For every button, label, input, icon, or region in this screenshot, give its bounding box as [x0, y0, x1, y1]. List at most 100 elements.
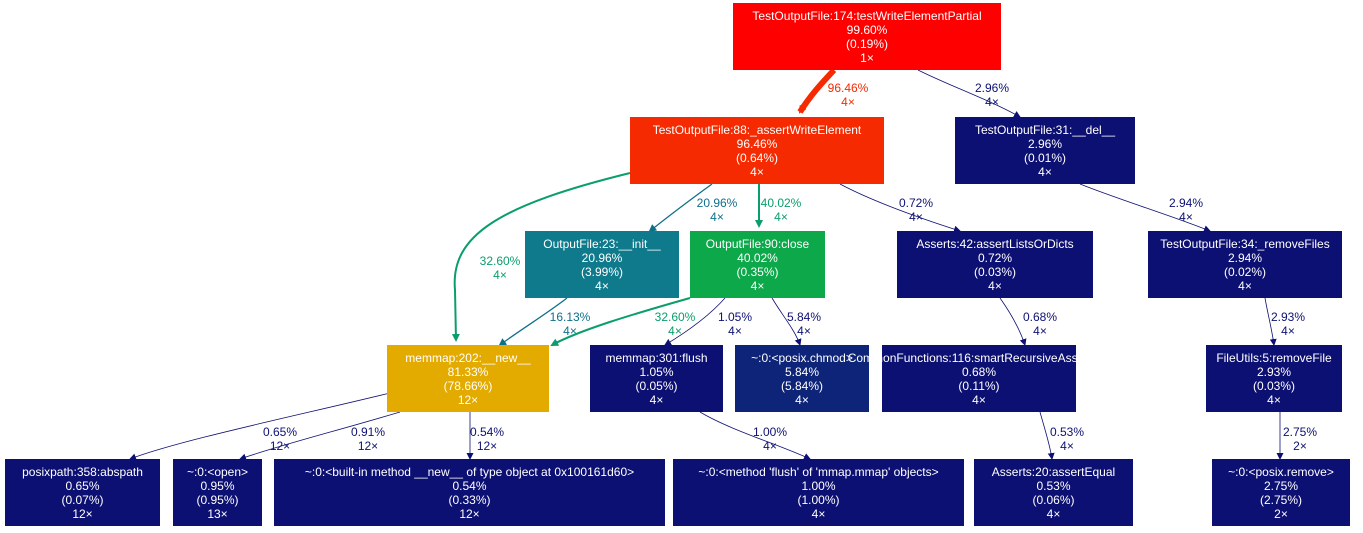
node-box[interactable]: [525, 231, 679, 298]
node-box[interactable]: [630, 117, 884, 184]
node-call-count: 12×: [458, 393, 478, 407]
node-box[interactable]: [274, 459, 665, 526]
edge-percent-label: 2.75%: [1283, 425, 1317, 439]
edge-calls-label: 4×: [909, 210, 923, 224]
edge-calls-label: 2×: [1293, 439, 1307, 453]
node-n18[interactable]: ~:0:<posix.remove>2.75%(2.75%)2×: [1212, 459, 1350, 526]
node-n4[interactable]: OutputFile:23:__init__20.96%(3.99%)4×: [525, 231, 679, 298]
node-self-percent: (0.64%): [736, 151, 778, 165]
node-box[interactable]: [733, 3, 1001, 70]
edge-percent-label: 32.60%: [480, 254, 521, 268]
node-total-percent: 81.33%: [448, 365, 489, 379]
edge-n1-to-n3: 2.96%4×: [917, 69, 1021, 118]
edge-calls-label: 4×: [1060, 439, 1074, 453]
node-n7[interactable]: TestOutputFile:34:_removeFiles2.94%(0.02…: [1148, 231, 1342, 298]
node-self-percent: (0.02%): [1224, 265, 1266, 279]
edge-n6-to-n11: 0.68%4×: [999, 297, 1057, 346]
node-total-percent: 0.65%: [65, 479, 99, 493]
node-function-label: ~:0:<posix.remove>: [1228, 465, 1334, 479]
node-box[interactable]: [387, 345, 549, 412]
edge-n2-to-n8: 32.60%4×: [451, 172, 631, 342]
node-call-count: 1×: [860, 51, 874, 65]
node-function-label: OutputFile:23:__init__: [543, 237, 661, 251]
edge-percent-label: 40.02%: [761, 196, 802, 210]
node-function-label: TestOutputFile:31:__del__: [975, 123, 1115, 137]
node-total-percent: 0.54%: [452, 479, 486, 493]
edge-percent-label: 0.65%: [263, 425, 297, 439]
node-box[interactable]: [882, 345, 1076, 412]
edge-percent-label: 2.94%: [1169, 196, 1203, 210]
node-function-label: ~:0:<method 'flush' of 'mmap.mmap' objec…: [698, 465, 938, 479]
node-function-label: memmap:202:__new__: [405, 351, 531, 365]
node-n10[interactable]: ~:0:<posix.chmod>5.84%(5.84%)4×: [735, 345, 869, 412]
node-n1[interactable]: TestOutputFile:174:testWriteElementParti…: [733, 3, 1001, 70]
node-call-count: 4×: [972, 393, 986, 407]
node-self-percent: (0.19%): [846, 37, 888, 51]
edge-calls-label: 4×: [1033, 324, 1047, 338]
node-function-label: memmap:301:flush: [605, 351, 707, 365]
node-box[interactable]: [5, 459, 160, 526]
edge-n7-to-n12: 2.93%4×: [1264, 297, 1305, 346]
node-function-label: OutputFile:90:close: [706, 237, 810, 251]
node-box[interactable]: [173, 459, 262, 526]
node-total-percent: 96.46%: [737, 137, 778, 151]
edge-n3-to-n7: 2.94%4×: [1079, 183, 1211, 233]
edge-percent-label: 2.93%: [1271, 310, 1305, 324]
edge-percent-label: 0.53%: [1050, 425, 1084, 439]
node-box[interactable]: [673, 459, 964, 526]
node-n3[interactable]: TestOutputFile:31:__del__2.96%(0.01%)4×: [955, 117, 1135, 184]
edge-calls-label: 4×: [774, 210, 788, 224]
edge-calls-label: 4×: [668, 324, 682, 338]
node-self-percent: (2.75%): [1260, 493, 1302, 507]
node-box[interactable]: [735, 345, 869, 412]
node-n6[interactable]: Asserts:42:assertListsOrDicts0.72%(0.03%…: [897, 231, 1093, 298]
node-self-percent: (0.03%): [1253, 379, 1295, 393]
node-function-label: Asserts:20:assertEqual: [992, 465, 1115, 479]
node-call-count: 4×: [650, 393, 664, 407]
node-box[interactable]: [1212, 459, 1350, 526]
edge-line: [129, 392, 391, 461]
node-n2[interactable]: TestOutputFile:88:_assertWriteElement96.…: [630, 117, 884, 184]
edge-n4-to-n8: 16.13%4×: [498, 297, 591, 347]
node-total-percent: 1.05%: [639, 365, 673, 379]
edge-line: [797, 67, 837, 114]
edge-calls-label: 4×: [841, 95, 855, 109]
node-box[interactable]: [955, 117, 1135, 184]
node-box[interactable]: [1148, 231, 1342, 298]
edge-line: [239, 411, 401, 461]
node-total-percent: 2.96%: [1028, 137, 1062, 151]
node-n14[interactable]: ~:0:<open>0.95%(0.95%)13×: [173, 459, 262, 526]
node-self-percent: (78.66%): [444, 379, 493, 393]
edge-percent-label: 20.96%: [697, 196, 738, 210]
edge-percent-label: 32.60%: [655, 310, 696, 324]
node-n15[interactable]: ~:0:<built-in method __new__ of type obj…: [274, 459, 665, 526]
node-box[interactable]: [974, 459, 1133, 526]
edge-calls-label: 4×: [763, 439, 777, 453]
node-box[interactable]: [690, 231, 825, 298]
edge-calls-label: 4×: [1179, 210, 1193, 224]
node-box[interactable]: [590, 345, 723, 412]
node-total-percent: 2.75%: [1264, 479, 1298, 493]
edge-line: [451, 172, 631, 342]
edge-n9-to-n16: 1.00%4×: [699, 411, 811, 460]
node-self-percent: (1.00%): [797, 493, 839, 507]
node-self-percent: (0.33%): [448, 493, 490, 507]
node-n16[interactable]: ~:0:<method 'flush' of 'mmap.mmap' objec…: [673, 459, 964, 526]
edge-n11-to-n17: 0.53%4×: [1039, 411, 1084, 460]
node-function-label: Asserts:42:assertListsOrDicts: [916, 237, 1073, 251]
node-self-percent: (0.11%): [958, 379, 999, 393]
node-box[interactable]: [1206, 345, 1342, 412]
node-n8[interactable]: memmap:202:__new__81.33%(78.66%)12×: [387, 345, 549, 412]
node-box[interactable]: [897, 231, 1093, 298]
edge-n8-to-n15: 0.54%12×: [466, 412, 504, 460]
node-n11[interactable]: CommonFunctions:116:smartRecursiveAssert…: [848, 345, 1111, 412]
node-total-percent: 5.84%: [785, 365, 819, 379]
node-function-label: TestOutputFile:34:_removeFiles: [1160, 237, 1329, 251]
node-function-label: FileUtils:5:removeFile: [1216, 351, 1332, 365]
